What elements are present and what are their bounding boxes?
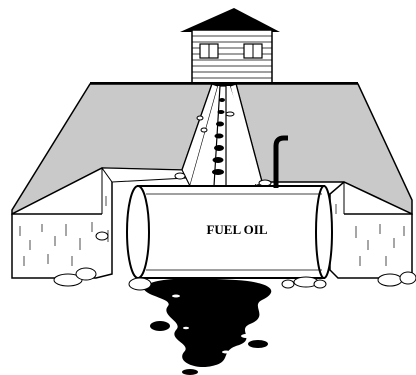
tank-label: FUEL OIL bbox=[206, 222, 267, 237]
oil-spill-icon bbox=[144, 278, 272, 375]
fuel-oil-tank: FUEL OIL bbox=[127, 186, 332, 278]
cabin-icon bbox=[180, 8, 280, 84]
